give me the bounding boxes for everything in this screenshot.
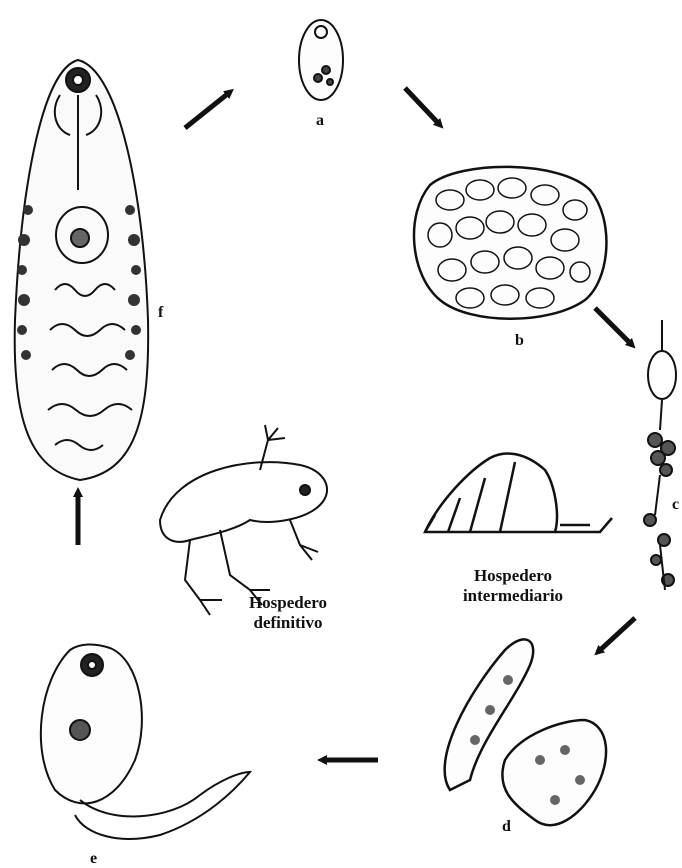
arrow-b-to-c: [595, 308, 632, 345]
sporocyst-illustration: [445, 639, 606, 825]
definitive-host-line1: Hospedero: [218, 593, 358, 613]
intermediate-host-line1: Hospedero: [438, 566, 588, 586]
definitive-host-label: Hospedero definitivo: [218, 593, 358, 634]
egg-illustration: [299, 20, 343, 100]
stage-label-c: c: [672, 497, 679, 513]
stage-label-e: e: [90, 851, 97, 867]
cercaria-illustration: [41, 644, 250, 838]
adult-fluke-illustration: [15, 60, 148, 480]
stage-label-b: b: [515, 333, 524, 349]
stage-label-f: f: [158, 305, 163, 321]
stage-label-a: a: [316, 113, 324, 129]
redia-chain-illustration: [644, 320, 676, 590]
cell-cluster-illustration: [414, 167, 606, 319]
stage-label-d: d: [502, 819, 511, 835]
definitive-host-line2: definitivo: [218, 613, 358, 633]
arrow-a-to-b: [405, 88, 440, 125]
intermediate-host-label: Hospedero intermediario: [438, 566, 588, 607]
snail-illustration: [425, 454, 612, 532]
intermediate-host-line2: intermediario: [438, 586, 588, 606]
arrow-c-to-d: [598, 618, 635, 652]
arrow-f-to-a: [185, 92, 230, 128]
frog-illustration: [160, 425, 327, 615]
